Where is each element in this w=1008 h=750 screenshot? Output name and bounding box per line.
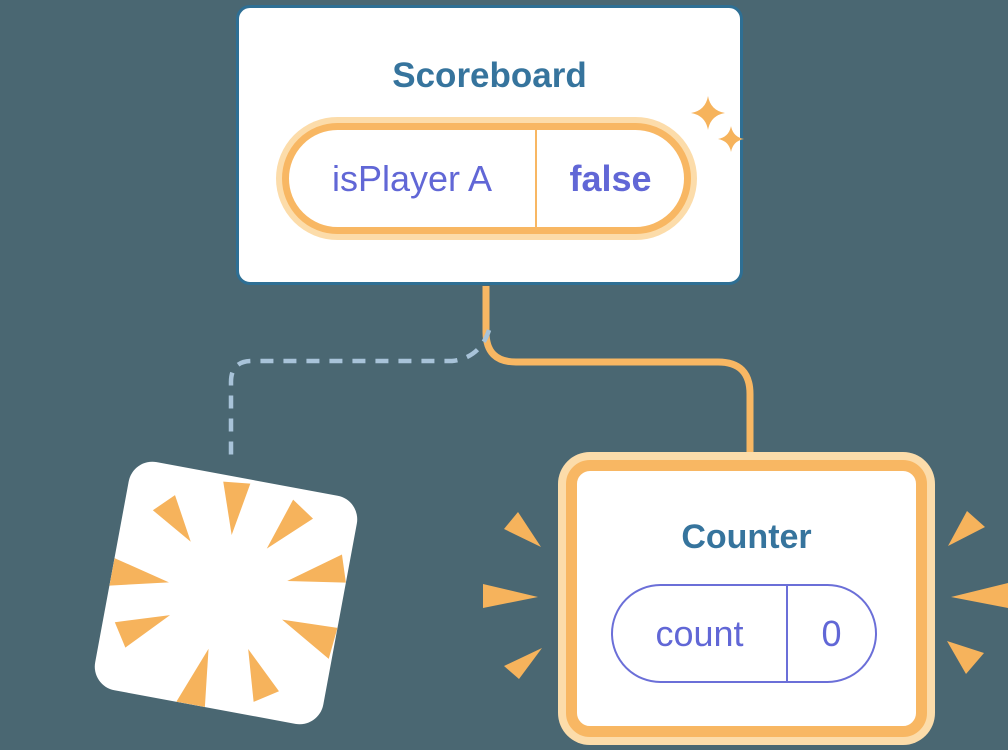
emphasis-burst-right-icon (947, 511, 1008, 674)
counter-state-pill: count 0 (611, 584, 877, 683)
scoreboard-state-name: isPlayer A (331, 157, 493, 199)
counter-component-card: Counter count 0 (566, 460, 927, 737)
counter-state-name: count (655, 612, 744, 654)
burst-explosion-icon (109, 481, 346, 708)
large-sparkle-icon (691, 96, 725, 130)
scoreboard-state-pill: isPlayer A false (282, 123, 691, 234)
scoreboard-component-card: Scoreboard isPlayer A false (236, 5, 743, 285)
scoreboard-state-value: false (535, 130, 684, 227)
dashed-destroyed-connector-line (228, 329, 492, 462)
solid-orange-connector-line (482, 286, 754, 456)
emphasis-burst-left-icon (483, 512, 542, 679)
destroyed-component-card (90, 457, 362, 729)
counter-title: Counter (681, 518, 812, 556)
sparkles-icon (691, 96, 744, 152)
scoreboard-title: Scoreboard (392, 56, 587, 95)
small-sparkle-icon (718, 126, 744, 152)
counter-state-value: 0 (786, 586, 875, 681)
